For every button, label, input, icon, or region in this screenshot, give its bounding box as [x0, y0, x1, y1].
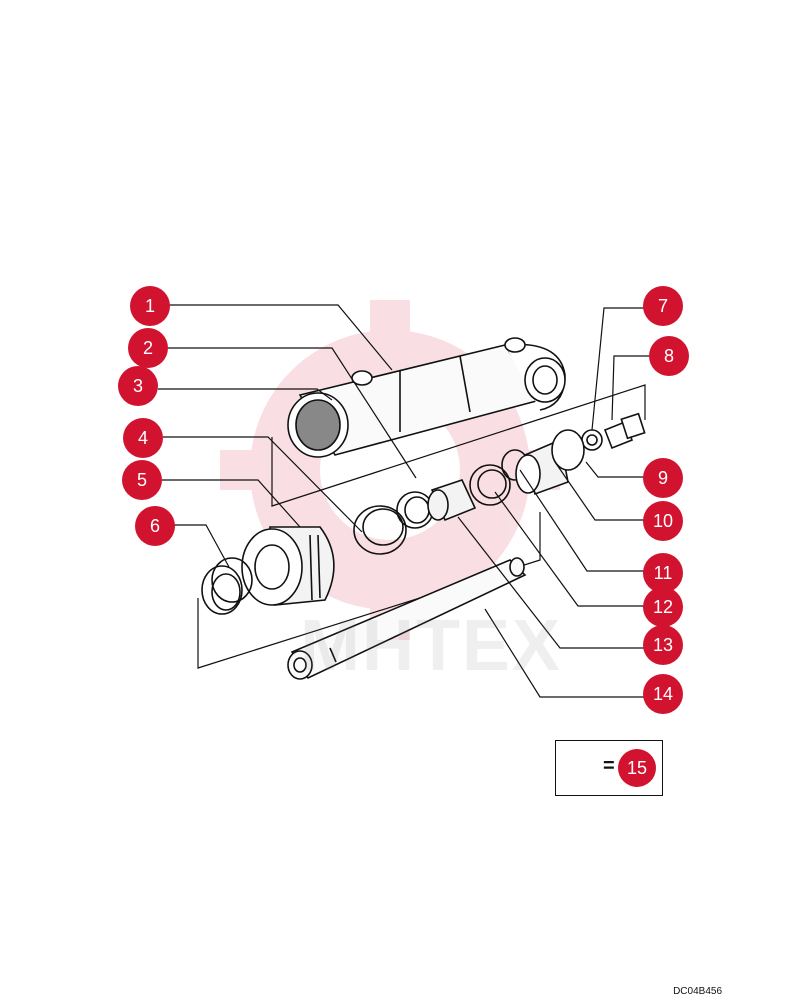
callout-3[interactable]: 3 [118, 366, 158, 406]
callout-14[interactable]: 14 [643, 674, 683, 714]
callout-13[interactable]: 13 [643, 625, 683, 665]
spacer-sleeve [427, 479, 477, 522]
callout-4[interactable]: 4 [123, 418, 163, 458]
kit-equals-sign: = [603, 755, 615, 777]
callout-8[interactable]: 8 [649, 336, 689, 376]
callout-10[interactable]: 10 [643, 501, 683, 541]
callout-2[interactable]: 2 [128, 328, 168, 368]
grouping-brackets [197, 384, 646, 669]
gland-head [241, 526, 335, 606]
callout-9[interactable]: 9 [643, 458, 683, 498]
callout-7[interactable]: 7 [643, 286, 683, 326]
leader-lines [158, 304, 656, 698]
callout-15[interactable]: 15 [618, 749, 656, 787]
callout-1[interactable]: 1 [130, 286, 170, 326]
callout-6[interactable]: 6 [135, 506, 175, 546]
cylinder-barrel [287, 337, 566, 458]
seal-kit-legend: = 15 [555, 740, 663, 796]
callout-12[interactable]: 12 [643, 587, 683, 627]
piston [515, 429, 585, 496]
piston-nut [603, 412, 646, 450]
wiper-seal [201, 557, 253, 615]
piston-rod [287, 557, 527, 680]
callout-11[interactable]: 11 [643, 553, 683, 593]
watermark-text: MHTEX [300, 606, 562, 686]
callout-5[interactable]: 5 [122, 460, 162, 500]
document-code: DC04B456 [673, 986, 722, 997]
